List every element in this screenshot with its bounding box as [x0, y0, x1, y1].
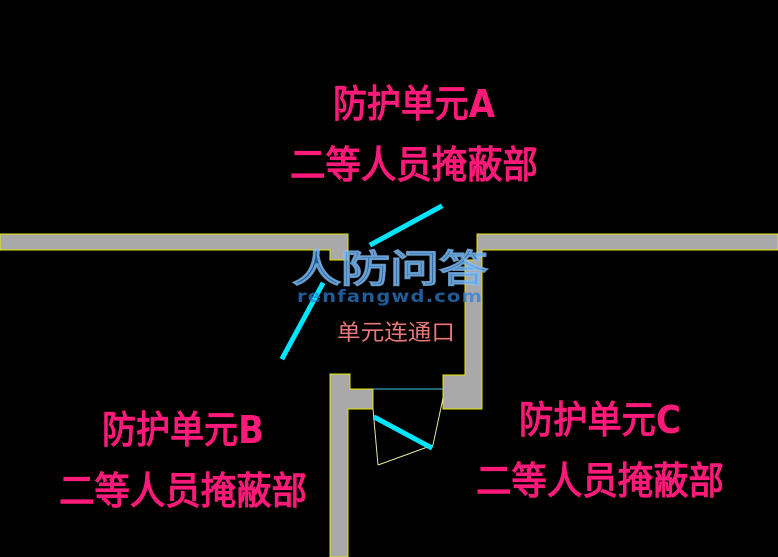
unit-a-title: 防护单元A	[333, 82, 496, 126]
door-leaf-bottom	[372, 414, 434, 451]
unit-c-title: 防护单元C	[519, 398, 681, 442]
watermark-cn: 人防问答	[292, 247, 489, 291]
watermark-en: renfangwd.com	[297, 287, 483, 307]
unit-a-type: 二等人员掩蔽部	[290, 143, 538, 187]
unit-b-type: 二等人员掩蔽部	[59, 469, 307, 513]
door-leaf-left	[279, 281, 326, 361]
door-leaf-top	[368, 203, 444, 248]
wall-upper-left	[0, 233, 349, 261]
wall-lower-left	[329, 373, 374, 557]
passage-label: 单元连通口	[337, 321, 455, 346]
unit-c-type: 二等人员掩蔽部	[476, 459, 724, 503]
wall-upper-right	[442, 233, 778, 410]
unit-b-title: 防护单元B	[102, 408, 264, 452]
door-frame-right	[432, 397, 444, 446]
door-frame-bottom	[377, 444, 434, 466]
